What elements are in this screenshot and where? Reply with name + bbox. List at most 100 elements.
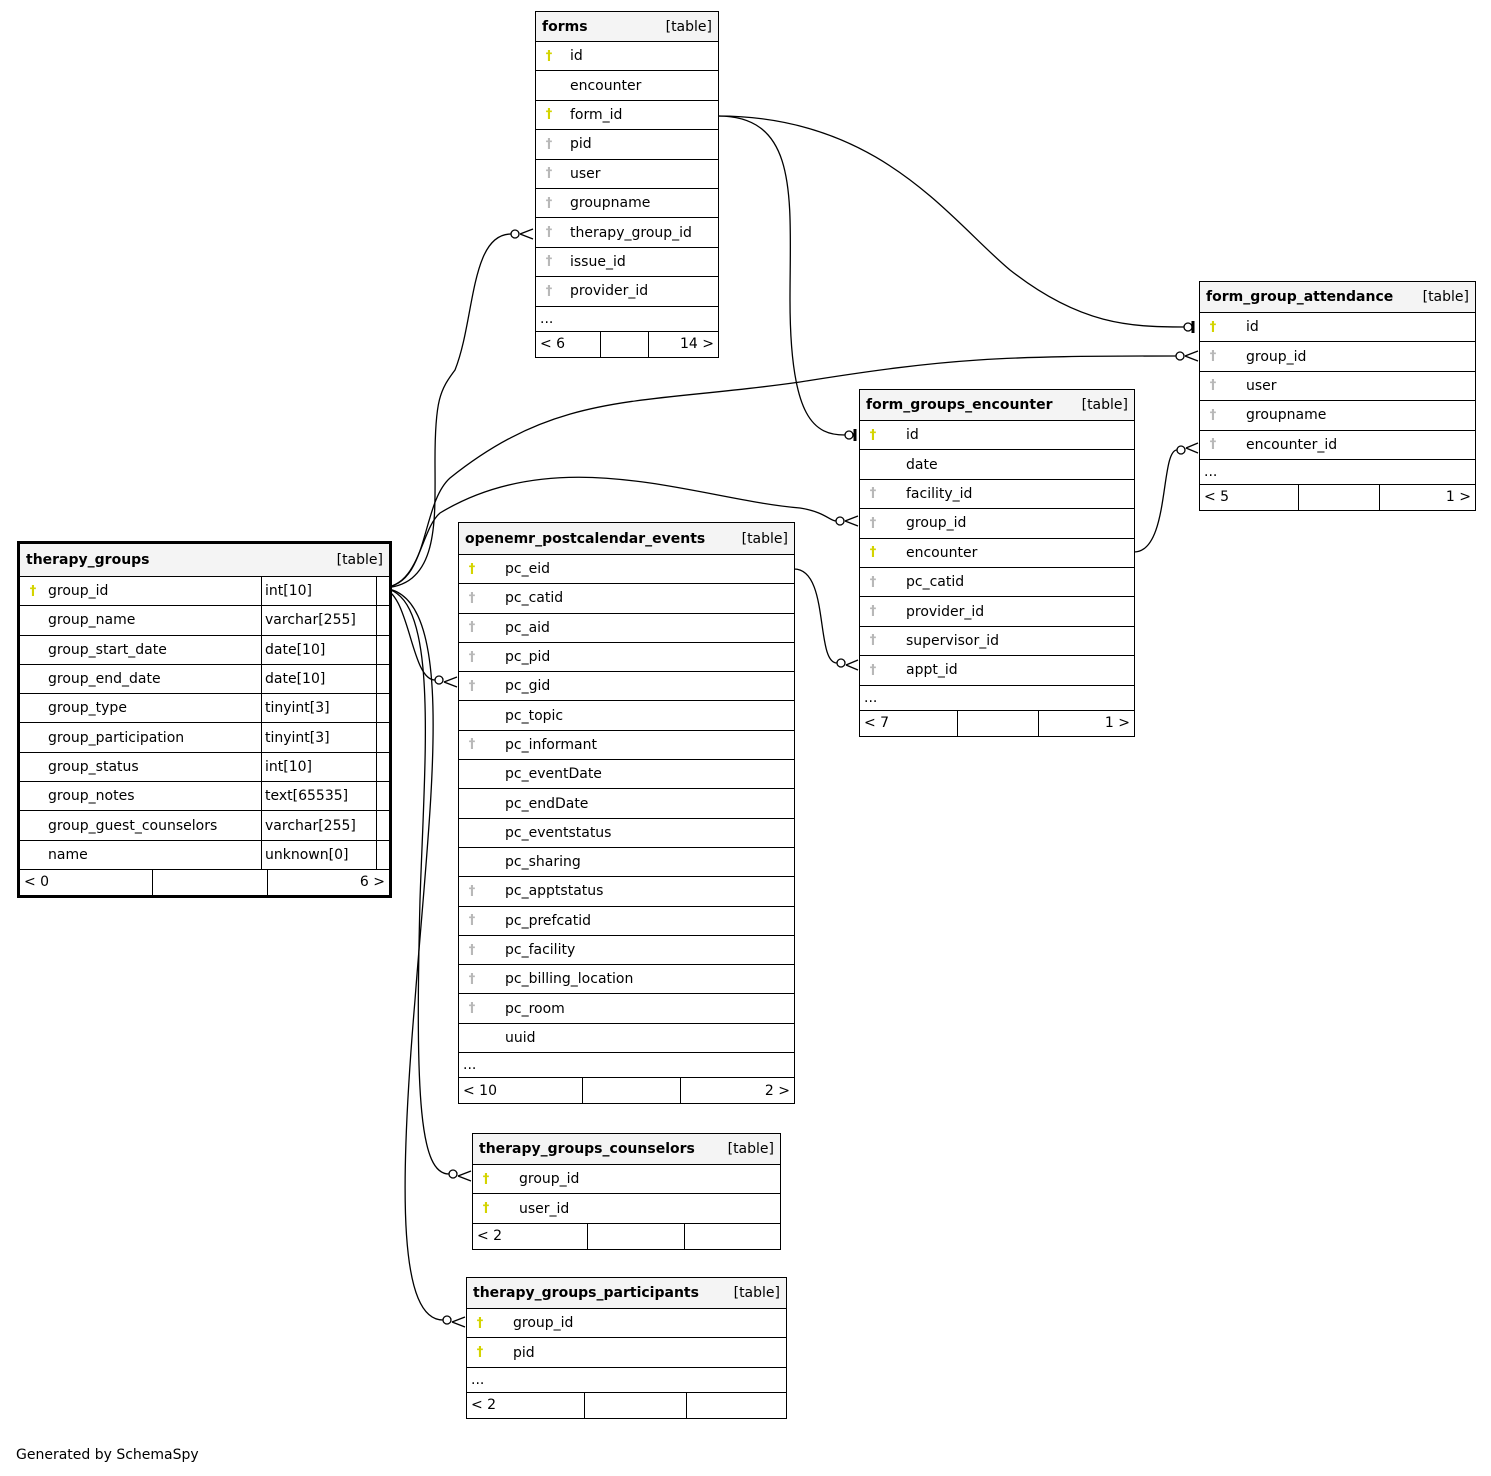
table-therapy-groups-counselors[interactable]: therapy_groups_counselors[table]†group_i…: [472, 1133, 781, 1250]
table-therapy-groups-participants[interactable]: therapy_groups_participants[table]†group…: [466, 1277, 787, 1419]
column-row[interactable]: pc_endDate: [459, 789, 794, 819]
column-row[interactable]: †group_id: [860, 509, 1134, 539]
parents-count[interactable]: < 7: [864, 715, 890, 732]
children-count[interactable]: 14 >: [648, 331, 718, 357]
table-name[interactable]: therapy_groups: [26, 552, 150, 568]
column-row[interactable]: †appt_id: [860, 656, 1134, 686]
rows-count[interactable]: [587, 1223, 684, 1249]
column-row[interactable]: †pc_eid: [459, 555, 794, 585]
column-row[interactable]: †form_id: [536, 101, 718, 131]
rows-count[interactable]: [152, 869, 267, 895]
column-row[interactable]: pc_sharing: [459, 848, 794, 878]
table-name[interactable]: therapy_groups_participants: [473, 1285, 699, 1301]
column-row[interactable]: †encounter_id: [1200, 431, 1475, 460]
column-row[interactable]: †user: [536, 160, 718, 189]
column-row[interactable]: †pc_prefcatid: [459, 907, 794, 936]
column-row[interactable]: †pc_room: [459, 994, 794, 1024]
column-type: date[10]: [261, 664, 376, 694]
parents-count[interactable]: < 0: [24, 874, 50, 891]
more-columns[interactable]: ...: [860, 686, 1134, 711]
more-columns[interactable]: ...: [536, 307, 718, 332]
column-row[interactable]: †group_id: [473, 1165, 780, 1195]
column-row[interactable]: †pc_gid: [459, 672, 794, 702]
rows-count[interactable]: [1298, 484, 1379, 510]
column-row[interactable]: †group_id: [1200, 342, 1475, 372]
column-row[interactable]: †pc_catid: [860, 568, 1134, 598]
parents-count[interactable]: < 2: [471, 1397, 497, 1414]
column-row[interactable]: †group_id: [467, 1309, 786, 1339]
column-row[interactable]: †issue_id: [536, 248, 718, 278]
more-columns[interactable]: ...: [459, 1053, 794, 1079]
column-row[interactable]: †id: [860, 421, 1134, 451]
table-name[interactable]: form_groups_encounter: [866, 397, 1053, 413]
column-row[interactable]: †pc_facility: [459, 936, 794, 966]
table-form-group-attendance[interactable]: form_group_attendance[table]†id†group_id…: [1199, 281, 1476, 511]
column-row[interactable]: date: [860, 450, 1134, 480]
column-row[interactable]: †encounter: [860, 539, 1134, 568]
column-row[interactable]: †id: [1200, 313, 1475, 343]
column-name: pc_prefcatid: [505, 912, 592, 929]
parents-count[interactable]: < 2: [477, 1228, 503, 1245]
column-type: tinyint[3]: [261, 723, 376, 752]
rows-count[interactable]: [600, 331, 648, 357]
rows-count[interactable]: [584, 1392, 686, 1418]
column-row[interactable]: †user: [1200, 372, 1475, 402]
column-row[interactable]: †provider_id: [860, 597, 1134, 627]
column-row[interactable]: †groupname: [1200, 401, 1475, 431]
column-row[interactable]: pc_eventDate: [459, 760, 794, 790]
parents-count[interactable]: < 5: [1204, 489, 1230, 506]
column-row[interactable]: pc_topic: [459, 701, 794, 731]
column-row[interactable]: †pc_billing_location: [459, 965, 794, 995]
foreign-key-icon: †: [468, 590, 476, 606]
table-name[interactable]: form_group_attendance: [1206, 289, 1394, 305]
more-columns[interactable]: ...: [467, 1368, 786, 1393]
table-name[interactable]: openemr_postcalendar_events: [465, 530, 706, 547]
column-row[interactable]: uuid: [459, 1024, 794, 1054]
table-name[interactable]: therapy_groups_counselors: [479, 1141, 695, 1157]
column-row[interactable]: †user_id: [473, 1194, 780, 1224]
column-name: uuid: [505, 1029, 536, 1046]
children-count[interactable]: 1 >: [1379, 484, 1475, 510]
column-row[interactable]: †pc_pid: [459, 643, 794, 673]
column-row[interactable]: pc_eventstatus: [459, 819, 794, 848]
column-row[interactable]: †pid: [467, 1338, 786, 1368]
children-count[interactable]: [686, 1392, 786, 1418]
column-row[interactable]: †pid: [536, 130, 718, 160]
children-count[interactable]: [684, 1223, 780, 1249]
column-row[interactable]: encounter: [536, 71, 718, 101]
column-row[interactable]: †id: [536, 42, 718, 72]
column-row[interactable]: †pc_informant: [459, 731, 794, 761]
rows-count[interactable]: [957, 710, 1038, 736]
parents-count[interactable]: < 6: [540, 336, 566, 353]
column-row[interactable]: †facility_id: [860, 480, 1134, 510]
parents-count[interactable]: < 10: [463, 1082, 497, 1099]
column-row[interactable]: †therapy_group_id: [536, 218, 718, 248]
table-name[interactable]: forms: [542, 18, 588, 35]
column-row[interactable]: †pc_apptstatus: [459, 877, 794, 907]
column-row[interactable]: †pc_catid: [459, 584, 794, 614]
children-count[interactable]: 2 >: [680, 1078, 794, 1104]
table-openemr-postcalendar-events[interactable]: openemr_postcalendar_events[table]†pc_ei…: [458, 522, 795, 1105]
table-footer: < 10 2 >: [459, 1078, 794, 1104]
more-columns[interactable]: ...: [1200, 460, 1475, 485]
children-count[interactable]: 1 >: [1038, 710, 1134, 736]
column-row[interactable]: †provider_id: [536, 277, 718, 307]
column-row[interactable]: †pc_aid: [459, 614, 794, 643]
column-row[interactable]: †groupname: [536, 189, 718, 219]
rows-count[interactable]: [582, 1078, 680, 1104]
column-row[interactable]: †supervisor_id: [860, 627, 1134, 657]
children-count[interactable]: 6 >: [267, 869, 389, 895]
